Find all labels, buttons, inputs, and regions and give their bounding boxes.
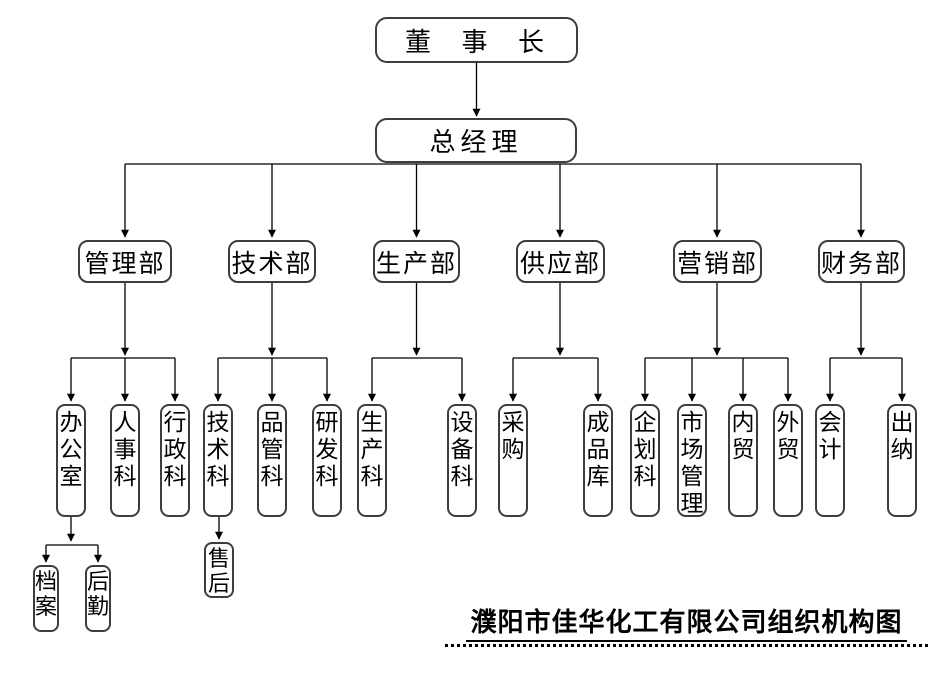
quality-section-box: 品管科 xyxy=(257,404,287,517)
planning-section-box: 企划科 xyxy=(630,404,660,517)
supply-dept-box: 供应部 xyxy=(516,240,605,283)
logistics-box: 后勤 xyxy=(85,565,111,632)
admin-section-box: 行政科 xyxy=(160,404,190,517)
technology-dept-box: 技术部 xyxy=(228,240,316,283)
production-section-box: 生产科 xyxy=(357,404,387,517)
accounting-box: 会计 xyxy=(815,404,845,517)
market-management-box: 市场管理 xyxy=(677,404,707,517)
finished-goods-warehouse-box: 成品库 xyxy=(583,404,613,517)
production-dept-box: 生产部 xyxy=(373,240,460,283)
marketing-dept-box: 营销部 xyxy=(673,240,762,283)
office-box: 办公室 xyxy=(56,404,86,517)
general-manager-box: 总经理 xyxy=(375,118,577,163)
archives-box: 档案 xyxy=(33,565,59,632)
management-dept-box: 管理部 xyxy=(78,240,172,283)
foreign-trade-box: 外贸 xyxy=(773,404,803,517)
cashier-box: 出纳 xyxy=(887,404,917,517)
chairman-box: 董 事 长 xyxy=(375,17,578,63)
chart-title: 濮阳市佳华化工有限公司组织机构图 xyxy=(466,602,907,642)
rd-section-box: 研发科 xyxy=(312,404,342,517)
purchasing-box: 采购 xyxy=(498,404,528,517)
chart-caption: 濮阳市佳华化工有限公司组织机构图 xyxy=(445,602,928,647)
domestic-trade-box: 内贸 xyxy=(728,404,758,517)
personnel-section-box: 人事科 xyxy=(110,404,140,517)
after-sales-box: 售后 xyxy=(204,542,234,598)
tech-section-box: 技术科 xyxy=(203,404,233,517)
equipment-section-box: 设备科 xyxy=(447,404,477,517)
dotted-underline xyxy=(445,644,928,647)
finance-dept-box: 财务部 xyxy=(818,240,905,283)
